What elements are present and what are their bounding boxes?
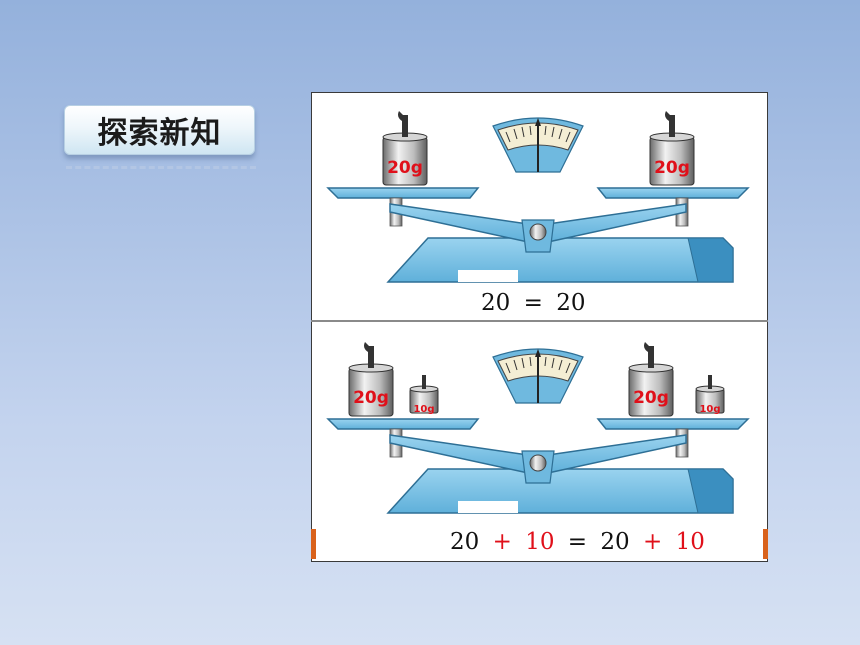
equation-bottom: 20 + 10 = 20 + 10: [450, 529, 705, 555]
eq-bottom-b: 10: [525, 529, 555, 555]
weight-label-top-left: 20g: [387, 158, 423, 178]
eq-bottom-equals: =: [567, 529, 588, 555]
title-underline: [66, 166, 256, 169]
eq-top-left: 20: [481, 290, 511, 316]
eq-top-equals: =: [523, 290, 543, 316]
eq-bottom-plus2: +: [642, 529, 663, 555]
eq-bottom-c: 20: [600, 529, 630, 555]
left-edge-strip: [311, 529, 316, 559]
weight-label-bottom-left-small: 10g: [413, 404, 434, 415]
eq-bottom-plus1: +: [492, 529, 512, 555]
eq-bottom-a: 20: [450, 529, 480, 555]
weight-label-bottom-right-small: 10g: [699, 404, 720, 415]
section-title-tab: 探索新知: [64, 105, 255, 155]
equation-top: 20 = 20: [481, 290, 585, 316]
right-edge-strip: [763, 529, 768, 559]
weight-label-top-right: 20g: [654, 158, 690, 178]
panel-divider: [311, 320, 768, 322]
eq-bottom-d: 10: [675, 529, 705, 555]
weight-label-bottom-right-big: 20g: [633, 388, 669, 408]
weight-label-bottom-left-big: 20g: [353, 388, 389, 408]
eq-top-right: 20: [556, 290, 586, 316]
section-title: 探索新知: [97, 116, 222, 151]
